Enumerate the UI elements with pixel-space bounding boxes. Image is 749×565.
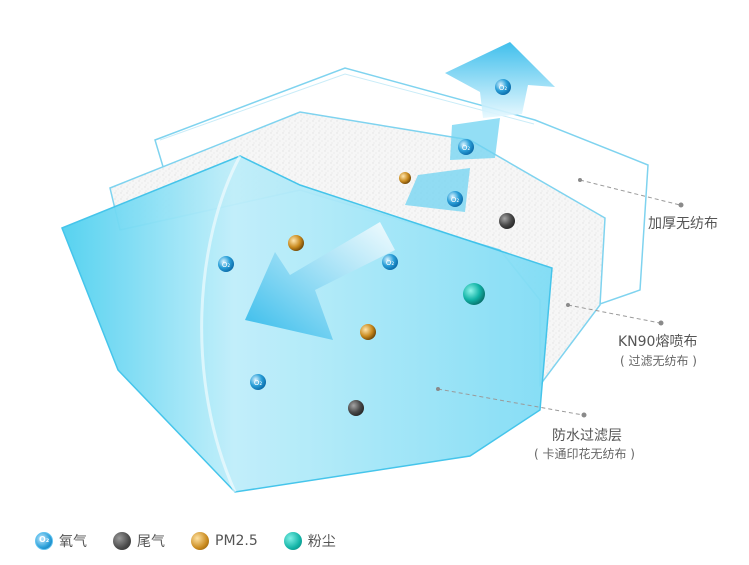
legend-label-pm25: PM2.5 [215, 533, 258, 549]
legend: 氧气 尾气 PM2.5 粉尘 [35, 531, 336, 551]
exhaust-particle [499, 213, 515, 229]
pm25-particle [360, 324, 376, 340]
pm25-particle-icon [191, 532, 209, 550]
label-meltblown-sub: ( 过滤无纺布 ) [620, 352, 697, 369]
oxygen-molecule-icon [35, 532, 53, 550]
label-waterproof-sub: ( 卡通印花无纺布 ) [534, 445, 635, 462]
exhaust-particle [348, 400, 364, 416]
oxygen-label: O₂ [386, 259, 395, 267]
oxygen-label: O₂ [222, 261, 231, 269]
exhaust-particle-icon [113, 532, 131, 550]
legend-item-oxygen: 氧气 [35, 531, 87, 551]
label-waterproof: 防水过滤层 [552, 425, 622, 445]
legend-label-oxygen: 氧气 [59, 531, 87, 551]
label-meltblown: KN90熔喷布 [618, 331, 697, 351]
dust-particle-icon [284, 532, 302, 550]
legend-label-exhaust: 尾气 [137, 531, 165, 551]
label-thick-nonwoven: 加厚无纺布 [648, 213, 718, 233]
oxygen-label: O₂ [462, 144, 471, 152]
legend-label-dust: 粉尘 [308, 531, 336, 551]
legend-item-dust: 粉尘 [284, 531, 336, 551]
pm25-particle [288, 235, 304, 251]
pm25-particle [399, 172, 411, 184]
oxygen-label: O₂ [499, 84, 508, 92]
oxygen-label: O₂ [451, 196, 460, 204]
dust-particle [463, 283, 485, 305]
legend-item-exhaust: 尾气 [113, 531, 165, 551]
legend-item-pm25: PM2.5 [191, 532, 258, 550]
oxygen-label: O₂ [254, 379, 263, 387]
